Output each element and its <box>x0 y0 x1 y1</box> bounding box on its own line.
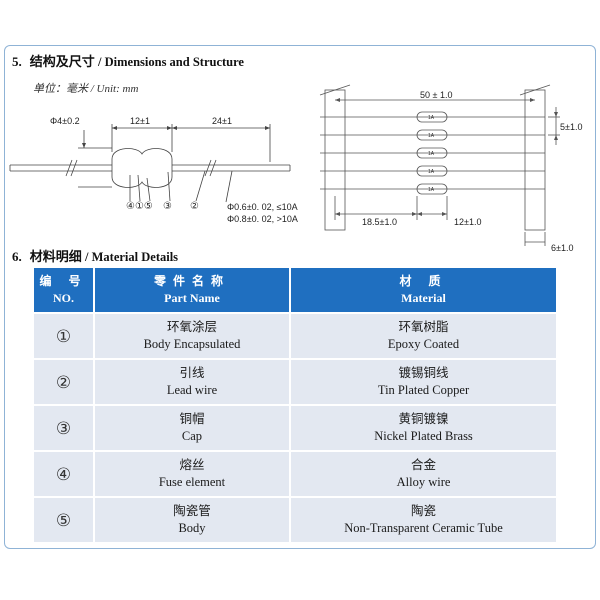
tape-fuse-mark: 1A <box>428 115 435 121</box>
tape-left-dimension: 18.5±1.0 <box>362 217 397 227</box>
tape-width-dimension: 50 ± 1.0 <box>420 90 452 100</box>
tape-pitch-dimension: 5±1.0 <box>560 122 582 132</box>
callout-3: ③ <box>163 201 172 212</box>
section-6-title-en: / Material Details <box>85 250 179 264</box>
section-6-heading: 6. 材料明细 / Material Details <box>12 246 178 265</box>
units-note: 单位：毫米 / Unit: mm <box>33 83 139 95</box>
datasheet-frame <box>4 45 596 549</box>
lead-spec-small: Φ0.6±0. 02, ≤10A <box>227 202 298 212</box>
section-5-title-en: / Dimensions and Structure <box>98 55 244 69</box>
row-number: ③ <box>34 404 94 451</box>
section-5-heading: 5. 结构及尺寸 / Dimensions and Structure <box>12 51 244 70</box>
tape-fuse-mark: 1A <box>428 169 435 175</box>
fuse-structure-drawing: Φ4±0.2 12±1 24±1 ④①⑤ ③ ② <box>9 116 291 212</box>
body-length-dimension: 12±1 <box>130 116 150 126</box>
row-number: ⑤ <box>34 496 94 542</box>
callout-4-1-5: ④①⑤ <box>126 201 153 212</box>
diameter-dimension: Φ4±0.2 <box>50 116 80 126</box>
lead-spec-large: Φ0.8±0. 02, >10A <box>227 214 298 224</box>
section-6-title-zh: 材料明细 <box>29 249 82 264</box>
section-5-title-zh: 结构及尺寸 <box>29 54 95 69</box>
row-number: ① <box>34 312 94 359</box>
callout-2: ② <box>190 201 199 212</box>
tape-fuse-mark: 1A <box>428 151 435 157</box>
lead-length-dimension: 24±1 <box>212 116 232 126</box>
tape-body-dimension: 12±1.0 <box>454 217 481 227</box>
section-6-number: 6. <box>12 249 22 264</box>
tape-fuse-mark: 1A <box>428 133 435 139</box>
row-number: ② <box>34 358 94 405</box>
tape-offset-dimension: 6±1.0 <box>551 243 573 253</box>
tape-fuse-mark: 1A <box>428 187 435 193</box>
tape-packing-drawing: 1A 1A 1A 1A 1A 50 ± 1.0 5±1.0 18.5±1.0 1… <box>319 84 582 253</box>
row-number: ④ <box>34 450 94 497</box>
section-5-number: 5. <box>12 54 22 69</box>
